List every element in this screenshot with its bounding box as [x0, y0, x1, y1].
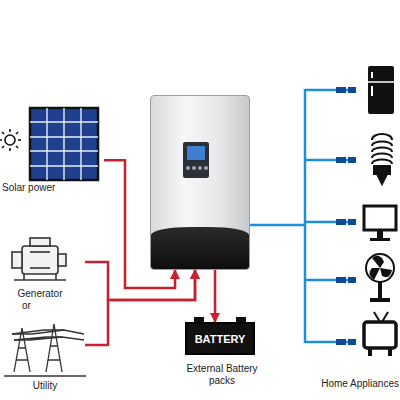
monitor-icon — [364, 206, 396, 241]
sun-icon — [0, 129, 21, 151]
node-label: Solar power — [2, 182, 102, 194]
generator-source: Generator — [0, 232, 85, 300]
free-label: or — [22, 300, 31, 312]
utility-source: Utility — [0, 318, 85, 392]
bulb-icon — [372, 134, 392, 184]
fan-icon — [366, 254, 394, 302]
node-caption: External Battery packs — [175, 363, 269, 387]
power-connector — [214, 270, 217, 322]
node-label: BATTERY — [187, 333, 253, 345]
inverter-display — [183, 142, 209, 178]
node-label: Utility — [0, 380, 90, 392]
inverter-base — [151, 227, 249, 269]
appliance-group: Home Appliances — [305, 60, 400, 392]
control-button — [186, 166, 190, 170]
node-label: Home Appliances — [307, 378, 399, 390]
control-button — [192, 166, 196, 170]
solar-source: Solar power — [0, 100, 104, 194]
battery-box: BATTERYExternal Battery packs — [185, 322, 255, 355]
appliance-wiring — [305, 89, 350, 343]
power-connector — [250, 224, 305, 227]
inverter-unit — [150, 95, 250, 270]
utility-pylons — [4, 324, 86, 376]
control-button — [204, 166, 208, 170]
lcd-screen — [187, 146, 205, 160]
fridge-icon — [368, 66, 394, 114]
plug-connectors — [336, 87, 356, 345]
tv-icon — [364, 312, 396, 356]
power-connector — [85, 270, 195, 345]
control-button — [198, 166, 202, 170]
solar-panel — [30, 108, 98, 180]
node-label: Generator — [0, 288, 80, 300]
generator-icon — [12, 238, 66, 280]
